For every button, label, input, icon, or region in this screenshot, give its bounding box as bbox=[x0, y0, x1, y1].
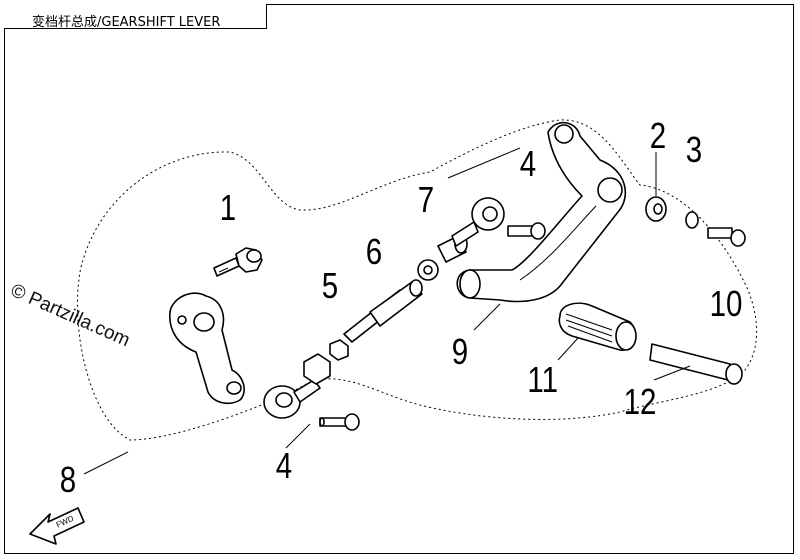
callout-7: 7 bbox=[418, 179, 434, 219]
part-3-bolt bbox=[707, 227, 746, 247]
part-12-peg-bolt bbox=[649, 343, 743, 385]
fwd-arrow-icon: FWD bbox=[29, 507, 85, 545]
part-6-shift-rod bbox=[343, 279, 423, 343]
assembly-outline bbox=[77, 119, 758, 441]
callout-9: 9 bbox=[452, 331, 468, 371]
callout-2: 2 bbox=[650, 115, 666, 155]
callout-6: 6 bbox=[366, 231, 382, 271]
diagram-frame bbox=[4, 4, 794, 554]
part-4-rod-end-upper bbox=[451, 197, 505, 247]
callout-11: 11 bbox=[527, 359, 558, 399]
part-1-bolt bbox=[213, 247, 263, 277]
lock-nuts bbox=[303, 339, 349, 385]
diagram-title: 变档杆总成/GEARSHIFT LEVER bbox=[32, 15, 221, 30]
part-8-bracket bbox=[169, 292, 245, 405]
leader-lines bbox=[83, 147, 691, 475]
part-11-foot-peg bbox=[558, 302, 637, 351]
callout-5: 5 bbox=[322, 265, 338, 305]
callout-8: 8 bbox=[60, 459, 76, 499]
callout-4-upper: 4 bbox=[520, 143, 536, 183]
part-2-washer bbox=[645, 196, 667, 222]
callout-1: 1 bbox=[220, 187, 236, 227]
callout-3: 3 bbox=[686, 129, 702, 169]
callout-10: 10 bbox=[710, 283, 743, 323]
callout-4-lower: 4 bbox=[276, 445, 292, 485]
title-box: 变档杆总成/GEARSHIFT LEVER bbox=[4, 4, 267, 30]
upper-bolt bbox=[507, 222, 546, 240]
part-9-gearshift-lever bbox=[456, 121, 627, 303]
callout-12: 12 bbox=[624, 381, 657, 421]
lower-bolt bbox=[319, 413, 360, 431]
part-3-small-nut bbox=[685, 211, 699, 229]
part-4-rod-end-lower bbox=[263, 379, 321, 419]
